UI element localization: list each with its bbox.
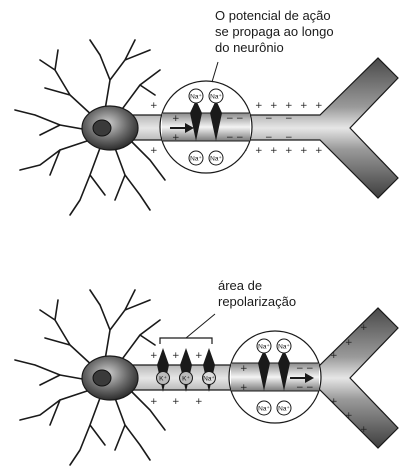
magnified-zone-bottom: Na⁺ Na⁺ Na⁺ Na⁺ + − − + − − <box>229 331 321 423</box>
svg-text:−: − <box>306 383 314 393</box>
svg-text:−: − <box>306 364 314 374</box>
svg-text:+: + <box>255 146 263 156</box>
svg-text:+: + <box>270 101 278 111</box>
svg-text:−: − <box>236 133 244 143</box>
svg-text:−: − <box>285 114 293 124</box>
ion-label-na: Na⁺ <box>210 94 222 101</box>
svg-text:+: + <box>172 351 180 361</box>
svg-text:+: + <box>360 425 368 435</box>
ion-label-na: Na⁺ <box>210 156 222 163</box>
svg-text:+: + <box>150 146 158 156</box>
svg-text:+: + <box>255 101 263 111</box>
ion-label-na: Na⁺ <box>258 406 270 413</box>
svg-text:+: + <box>345 411 353 421</box>
ion-label-k: K⁺ <box>182 376 190 383</box>
repolarization-bracket <box>160 338 212 344</box>
ion-label-na: Na⁺ <box>190 94 202 101</box>
svg-text:+: + <box>330 351 338 361</box>
caption-line-1: área de <box>218 278 262 293</box>
svg-text:+: + <box>300 101 308 111</box>
caption-line-3: do neurônio <box>215 40 284 55</box>
svg-text:+: + <box>300 146 308 156</box>
svg-text:+: + <box>285 101 293 111</box>
svg-text:+: + <box>150 101 158 111</box>
bottom-panel: K⁺ K⁺ Na⁺ + + + + + + área de repolariza… <box>15 278 398 465</box>
svg-text:+: + <box>315 101 323 111</box>
svg-text:+: + <box>315 146 323 156</box>
svg-text:−: − <box>265 114 273 124</box>
svg-text:+: + <box>285 146 293 156</box>
svg-text:+: + <box>360 323 368 333</box>
svg-text:+: + <box>240 383 248 393</box>
svg-text:−: − <box>226 133 234 143</box>
ion-label-na: Na⁺ <box>278 406 290 413</box>
top-panel: + + + + + + + + + + + + + + − − − − − − <box>15 8 398 215</box>
svg-text:+: + <box>172 114 180 124</box>
svg-text:−: − <box>285 133 293 143</box>
svg-text:+: + <box>330 397 338 407</box>
ion-label-na: Na⁺ <box>190 156 202 163</box>
caption-line-2: se propaga ao longo <box>215 24 334 39</box>
svg-text:−: − <box>296 364 304 374</box>
caption-line-2: repolarização <box>218 294 296 309</box>
ion-label-na: Na⁺ <box>203 376 215 383</box>
svg-text:+: + <box>270 146 278 156</box>
ion-label-na: Na⁺ <box>278 344 290 351</box>
caption-line-1: O potencial de ação <box>215 8 331 23</box>
svg-text:+: + <box>240 364 248 374</box>
caption-leader-top <box>212 62 218 82</box>
nucleus-bottom <box>93 370 111 386</box>
svg-text:+: + <box>195 397 203 407</box>
svg-text:−: − <box>236 114 244 124</box>
ion-label-na: Na⁺ <box>258 344 270 351</box>
magnified-zone-top: Na⁺ Na⁺ Na⁺ Na⁺ + − − + − − <box>160 81 252 173</box>
svg-text:+: + <box>195 351 203 361</box>
svg-text:−: − <box>226 114 234 124</box>
svg-text:+: + <box>172 397 180 407</box>
svg-text:+: + <box>150 351 158 361</box>
svg-text:−: − <box>296 383 304 393</box>
svg-text:+: + <box>150 397 158 407</box>
repolarization-channels: K⁺ K⁺ Na⁺ + + + + + + <box>150 348 216 407</box>
svg-text:+: + <box>345 338 353 348</box>
nucleus-top <box>93 120 111 136</box>
svg-text:−: − <box>265 133 273 143</box>
ion-label-k: K⁺ <box>159 376 167 383</box>
svg-text:+: + <box>172 133 180 143</box>
